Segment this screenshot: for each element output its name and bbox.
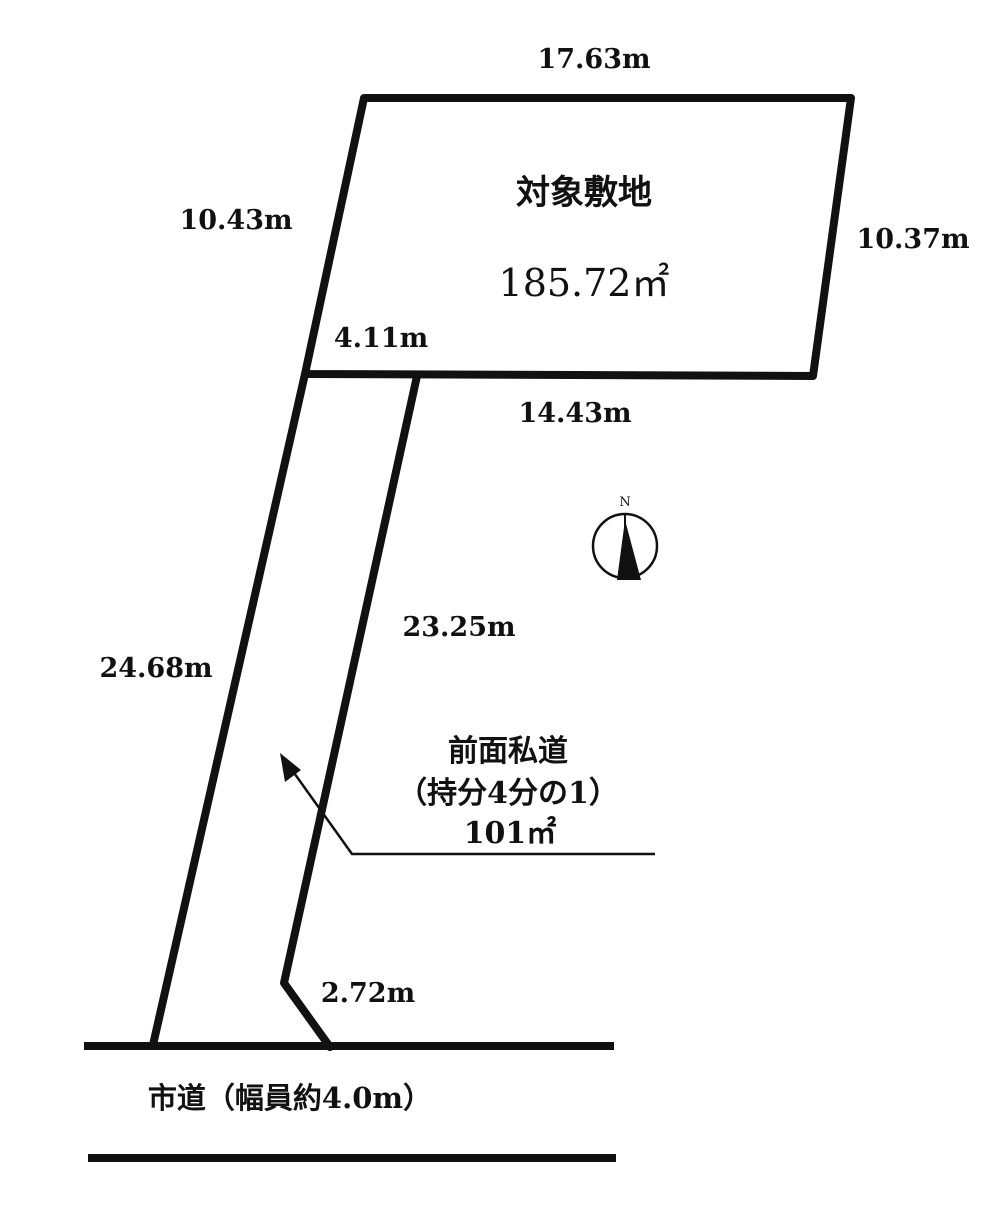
- private-road-arrowhead: [280, 753, 301, 782]
- dim-access-left: 24.68m: [99, 653, 212, 684]
- target-lot-outline: [301, 94, 855, 380]
- lot-title: 対象敷地: [516, 173, 652, 213]
- private-road-area: 101㎡: [464, 816, 557, 851]
- lot-area: 185.72㎡: [499, 261, 670, 305]
- private-road-share: （持分4分の1）: [397, 776, 619, 811]
- dim-left: 10.43m: [179, 205, 292, 236]
- private-road-label: 前面私道: [448, 734, 568, 769]
- compass-north-label: N: [619, 495, 630, 510]
- dim-bottom-left: 4.11m: [334, 323, 428, 354]
- dim-access-right: 23.25m: [402, 612, 515, 643]
- north-compass: N: [591, 495, 659, 580]
- dim-right: 10.37m: [856, 224, 969, 255]
- city-road-label: 市道（幅員約4.0m）: [148, 1081, 432, 1115]
- private-road-leader-line: [290, 769, 655, 856]
- dim-access-entry: 2.72m: [321, 978, 415, 1009]
- access-path-right-edge: [280, 372, 421, 1051]
- dim-top: 17.63m: [537, 44, 650, 75]
- access-path-left-edge: [149, 370, 309, 1049]
- dim-bottom-right: 14.43m: [518, 398, 631, 429]
- north-arrow-icon: [617, 520, 641, 580]
